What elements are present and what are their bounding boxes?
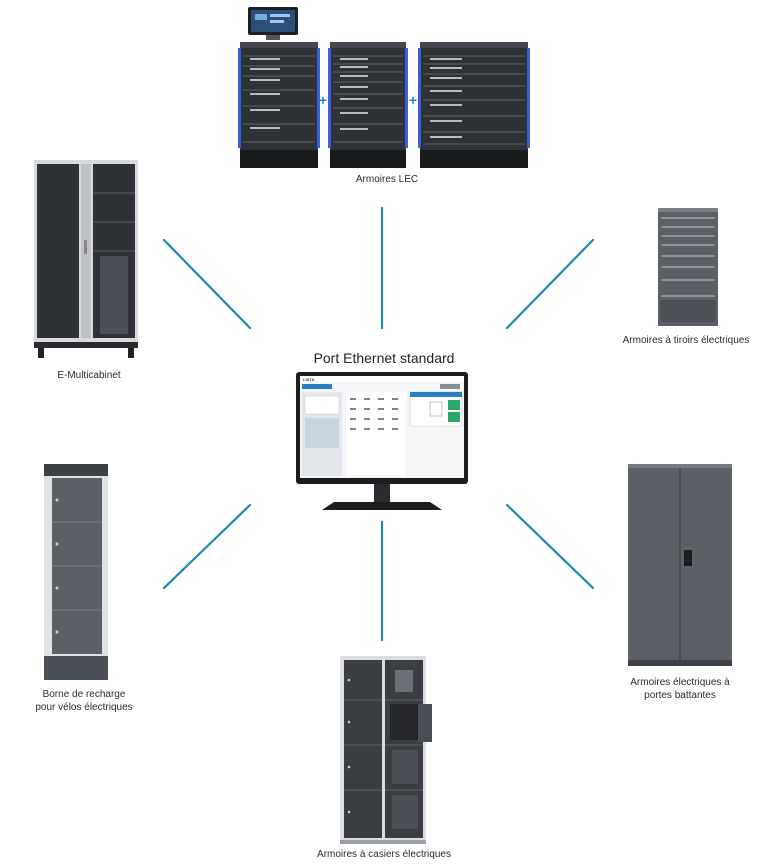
connector-lines xyxy=(162,206,595,642)
label-borne-recharge: Borne de recharge pour vélos électriques xyxy=(16,688,152,714)
lec-plus-2: + xyxy=(409,92,417,108)
center-title: Port Ethernet standard xyxy=(313,350,455,366)
label-borne-line2: pour vélos électriques xyxy=(35,702,133,713)
tiroirs-cabinet-image xyxy=(658,208,718,326)
connector-upper-right xyxy=(505,238,595,330)
monitor-logo: LISTA xyxy=(303,377,314,382)
connector-lower-left xyxy=(162,503,252,590)
label-armoires-lec: Armoires LEC xyxy=(355,174,419,185)
portes-battantes-image xyxy=(628,464,732,666)
multicabinet-image xyxy=(34,160,138,358)
connector-lower-right xyxy=(505,503,595,590)
casiers-image xyxy=(340,656,432,844)
label-armoires-casiers: Armoires à casiers électriques xyxy=(317,849,451,860)
borne-recharge-image xyxy=(44,464,108,680)
label-portes-line2: portes battantes xyxy=(644,690,716,701)
lec-cabinets-image xyxy=(238,7,530,168)
label-e-multicabinet: E-Multicabinet xyxy=(57,370,121,381)
connector-upper-left xyxy=(162,238,252,330)
label-armoires-tiroirs: Armoires à tiroirs électriques xyxy=(622,335,750,346)
label-portes-line1: Armoires électriques à xyxy=(630,677,730,688)
label-borne-line1: Borne de recharge xyxy=(42,689,126,700)
monitor-image xyxy=(296,372,468,510)
lec-plus-1: + xyxy=(319,92,327,108)
label-portes-battantes: Armoires électriques à portes battantes xyxy=(610,676,750,702)
